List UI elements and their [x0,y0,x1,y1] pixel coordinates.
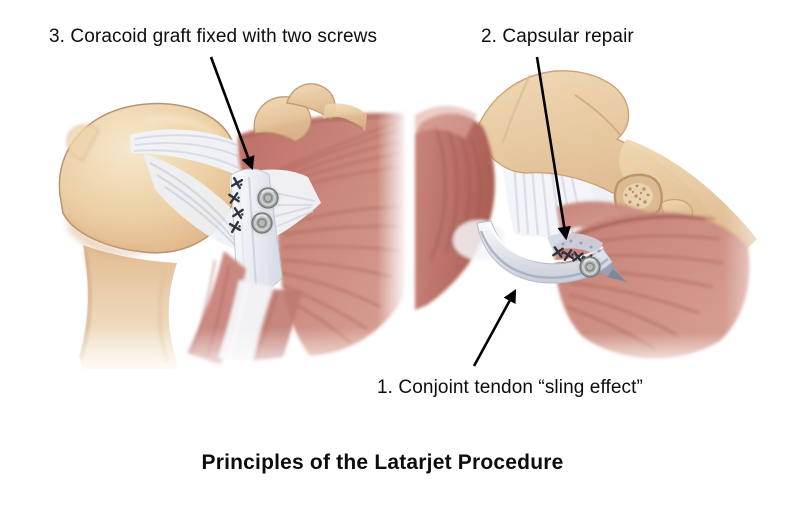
rotator-cuff-tendon [130,129,241,177]
label-conjoint-tendon: 1. Conjoint tendon “sling effect” [377,377,643,398]
fade-right-left-panel [377,85,417,375]
fade-bottom-left-panel [15,327,415,407]
arrow-capsular-repair [535,56,571,241]
annotation-arrows [209,56,571,367]
conjoint-tendon-sling [476,220,627,284]
sling-screw [579,256,601,278]
label-capsular-repair: 2. Capsular repair [481,26,634,47]
acromion-bone [253,83,367,142]
highlight-spot [32,61,80,93]
arrow-coracoid-graft [209,56,255,171]
fade-right-right-panel [723,50,800,380]
arrow-conjoint-tendon [472,289,517,367]
left-panel-anterior-view [15,61,417,407]
right-panel-axial-view [410,50,800,393]
label-coracoid-graft: 3. Coracoid graft fixed with two screws [49,26,378,47]
figure-title: Principles of the Latarjet Procedure [201,451,564,474]
anterior-capsule [143,153,245,253]
highlight-spot [419,61,447,77]
